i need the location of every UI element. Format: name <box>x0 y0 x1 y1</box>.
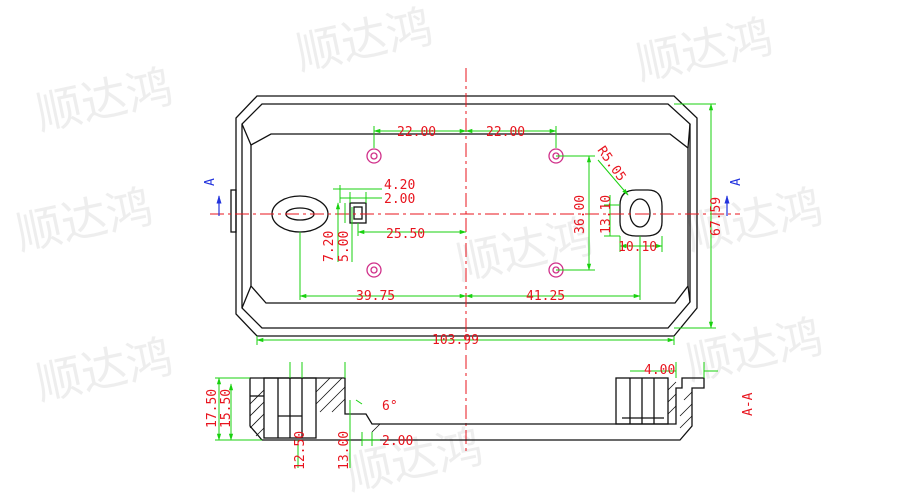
dim-draft-angle: 6° <box>382 399 398 414</box>
svg-text:顺达鸿: 顺达鸿 <box>31 329 177 411</box>
dim-mount-left: 39.75 <box>356 289 395 304</box>
svg-text:顺达鸿: 顺达鸿 <box>31 59 177 141</box>
dim-mount-slot-width: 10.10 <box>618 240 657 255</box>
dim-boss-depth: 12.50 <box>293 431 308 470</box>
dim-mount-right: 41.25 <box>526 289 565 304</box>
dim-inner-height: 15.50 <box>219 389 234 428</box>
dim-overall-width: 103.99 <box>432 333 479 348</box>
section-outline <box>249 377 705 441</box>
dim-slot-height: 7.20 <box>322 231 337 262</box>
top-view <box>230 95 698 337</box>
hole-bottom-left <box>366 262 382 278</box>
svg-text:A: A <box>729 178 744 186</box>
dim-slot-inner-height: 5.00 <box>337 231 352 262</box>
svg-text:A: A <box>203 178 218 186</box>
svg-text:顺达鸿: 顺达鸿 <box>341 419 487 500</box>
dim-wall-thickness: 4.00 <box>644 363 675 378</box>
dim-floor-thickness: 2.00 <box>382 434 413 449</box>
svg-text:顺达鸿: 顺达鸿 <box>681 179 827 261</box>
svg-text:顺达鸿: 顺达鸿 <box>631 9 777 91</box>
side-notch <box>230 189 237 233</box>
section-markers: A A <box>203 178 744 216</box>
section-dimensions: 17.50 15.50 12.50 13.00 6° 2.00 4.00 A-A <box>205 363 756 470</box>
dim-slot-to-center: 25.50 <box>386 227 425 242</box>
centerlines <box>210 68 740 452</box>
section-view <box>249 377 705 441</box>
svg-text:顺达鸿: 顺达鸿 <box>291 0 437 81</box>
dim-radius: R5.05 <box>594 144 629 185</box>
hole-top-left <box>366 148 382 164</box>
dim-hole-left-spacing: 22.00 <box>397 125 436 140</box>
section-dimension-lines <box>215 362 718 468</box>
dimension-lines <box>256 103 716 345</box>
dim-overall-height: 67.59 <box>709 197 724 236</box>
top-view-dimensions: 22.00 22.00 36.00 67.59 103.99 39.75 41.… <box>322 125 724 348</box>
dim-hole-right-spacing: 22.00 <box>486 125 525 140</box>
right-mount-slot <box>619 189 663 237</box>
section-hatch <box>249 377 693 437</box>
dim-slot-width: 4.20 <box>384 178 415 193</box>
dim-slot-inner: 2.00 <box>384 192 415 207</box>
dim-mount-slot-height: 13.10 <box>599 195 614 234</box>
dim-boss-height: 13.00 <box>337 431 352 470</box>
watermark: 顺达鸿 顺达鸿 顺达鸿 顺达鸿 顺达鸿 顺达鸿 顺达鸿 顺达鸿 顺达鸿 <box>11 0 827 500</box>
svg-text:顺达鸿: 顺达鸿 <box>11 179 157 261</box>
inner-shell <box>241 103 691 329</box>
dim-hole-vertical-spacing: 36.00 <box>573 195 588 234</box>
section-label: A-A <box>741 392 756 416</box>
dim-outer-height: 17.50 <box>205 389 220 428</box>
